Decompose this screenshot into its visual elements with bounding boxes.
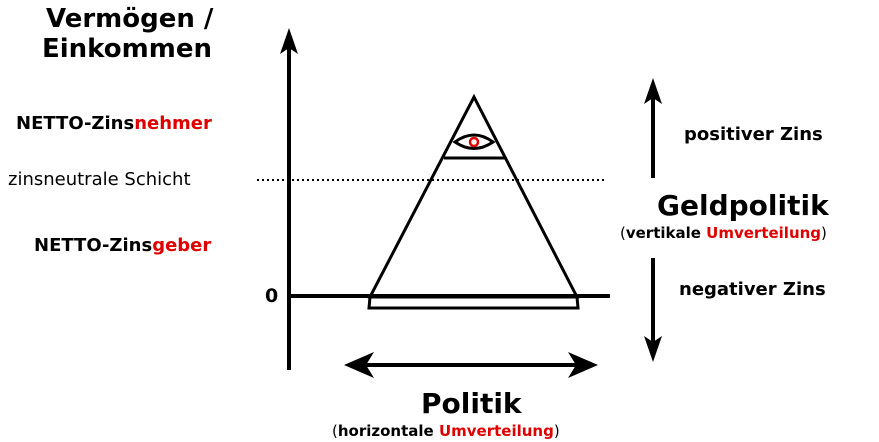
- horizontal-double-arrow: [344, 352, 598, 378]
- top-class-prefix: NETTO-Zins: [16, 113, 135, 134]
- monetary-subtitle-close: ): [821, 224, 827, 242]
- y-axis-title-line1: Vermögen /: [46, 4, 214, 34]
- top-class-highlight: nehmer: [134, 113, 212, 134]
- politics-title: Politik: [421, 387, 522, 420]
- politics-subtitle-close: ): [553, 422, 560, 440]
- politics-subtitle: (horizontale Umverteilung): [332, 422, 560, 440]
- politics-subtitle-open: (: [332, 422, 338, 440]
- politics-subtitle-highlight: Umverteilung: [438, 422, 554, 440]
- monetary-subtitle-open: (: [620, 224, 626, 242]
- politics-subtitle-bold: horizontale: [337, 422, 439, 440]
- monetary-policy-title: Geldpolitik: [657, 189, 829, 222]
- up-arrow: [644, 78, 662, 178]
- y-axis-title-line2: Einkommen: [42, 34, 212, 64]
- y-axis-arrowhead: [280, 28, 298, 54]
- neutral-layer-label: zinsneutrale Schicht: [8, 169, 191, 190]
- eye-icon: [452, 133, 496, 150]
- monetary-subtitle-bold: vertikale: [625, 224, 707, 242]
- bottom-class-prefix: NETTO-Zins: [34, 235, 153, 256]
- top-class-label: NETTO-Zinsnehmer: [16, 113, 212, 135]
- zero-label: 0: [265, 285, 279, 307]
- bottom-class-highlight: geber: [152, 235, 212, 256]
- positive-rate-label: positiver Zins: [684, 124, 823, 145]
- negative-rate-label: negativer Zins: [679, 279, 826, 300]
- monetary-subtitle-highlight: Umverteilung: [706, 224, 822, 242]
- pyramid-icon: [367, 93, 580, 310]
- monetary-policy-subtitle: (vertikale Umverteilung): [620, 224, 827, 242]
- down-arrow: [644, 258, 662, 362]
- bottom-class-label: NETTO-Zinsgeber: [34, 235, 211, 257]
